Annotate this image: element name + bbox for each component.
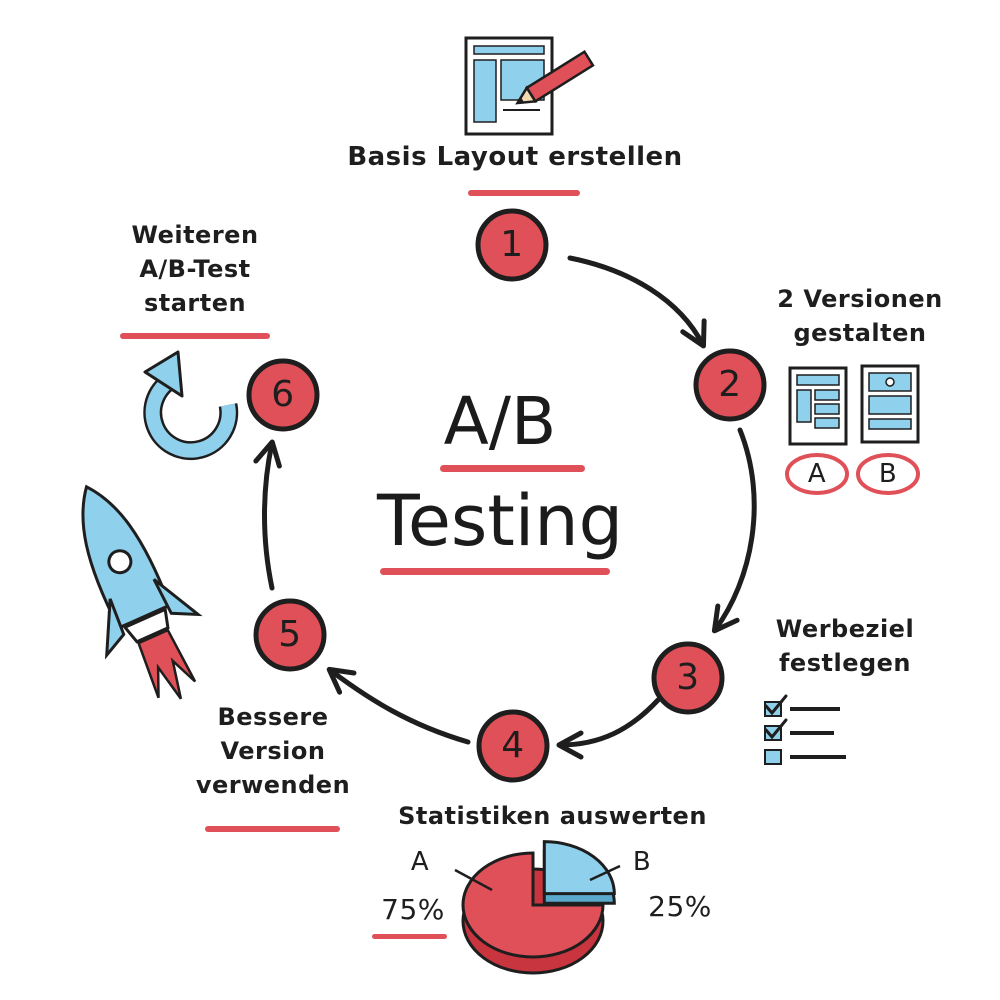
step-5-number: 5	[278, 614, 302, 655]
pie-a-underline	[372, 934, 447, 939]
pie-chart-icon	[454, 840, 621, 975]
pie-b-value: 25%	[648, 890, 712, 923]
step-6-circle	[246, 358, 320, 432]
version-a-label: A	[807, 459, 827, 489]
step-circles	[246, 208, 767, 783]
pie-a-label: A	[410, 847, 430, 877]
step-1-number: 1	[500, 224, 524, 265]
arrow-3-to-4	[556, 697, 661, 760]
step-2-number: 2	[718, 364, 742, 405]
step-6-label: Weiteren A/B-Test starten	[131, 221, 259, 317]
step-3-label: Werbeziel festlegen	[775, 615, 915, 677]
version-mockup-icon	[785, 364, 920, 495]
step-5-underline	[205, 826, 340, 832]
pie-a-value: 75%	[381, 893, 445, 926]
step-2-label: 2 Versionen gestalten	[777, 285, 943, 347]
step-1-underline	[468, 190, 580, 196]
arrow-4-to-5	[326, 666, 471, 745]
arrow-5-to-6	[253, 439, 282, 591]
title-underline-2	[380, 568, 610, 575]
arrow-2-to-3	[711, 427, 757, 634]
step-1-label: Basis Layout erstellen	[347, 142, 683, 172]
refresh-arrow-icon	[143, 350, 239, 461]
pie-slice-a	[461, 851, 605, 959]
step-6-underline	[120, 333, 270, 339]
step-4-label: Statistiken auswerten	[398, 802, 707, 830]
step-4-number: 4	[501, 725, 525, 766]
step-2-circle	[693, 348, 767, 422]
rocket-icon	[81, 484, 203, 700]
step-1-circle	[475, 208, 549, 282]
step-5-label: Bessere Version verwenden	[195, 703, 351, 799]
pie-slice-b	[542, 840, 616, 896]
arrow-1-to-2	[567, 255, 707, 349]
cycle-arrows	[253, 255, 757, 760]
step-3-number: 3	[676, 657, 700, 698]
title-underline-1	[440, 465, 585, 472]
version-b-label: B	[878, 459, 898, 489]
diagram-title-line-2: Testing	[376, 480, 624, 562]
pie-b-label: B	[632, 847, 652, 877]
checklist-icon	[764, 694, 846, 765]
layout-pencil-icon	[464, 36, 595, 136]
step-6-number: 6	[271, 374, 295, 415]
diagram-title-line-1: A/B	[443, 383, 557, 460]
step-4-circle	[476, 709, 550, 783]
step-5-circle	[253, 598, 327, 672]
step-3-circle	[651, 641, 725, 715]
